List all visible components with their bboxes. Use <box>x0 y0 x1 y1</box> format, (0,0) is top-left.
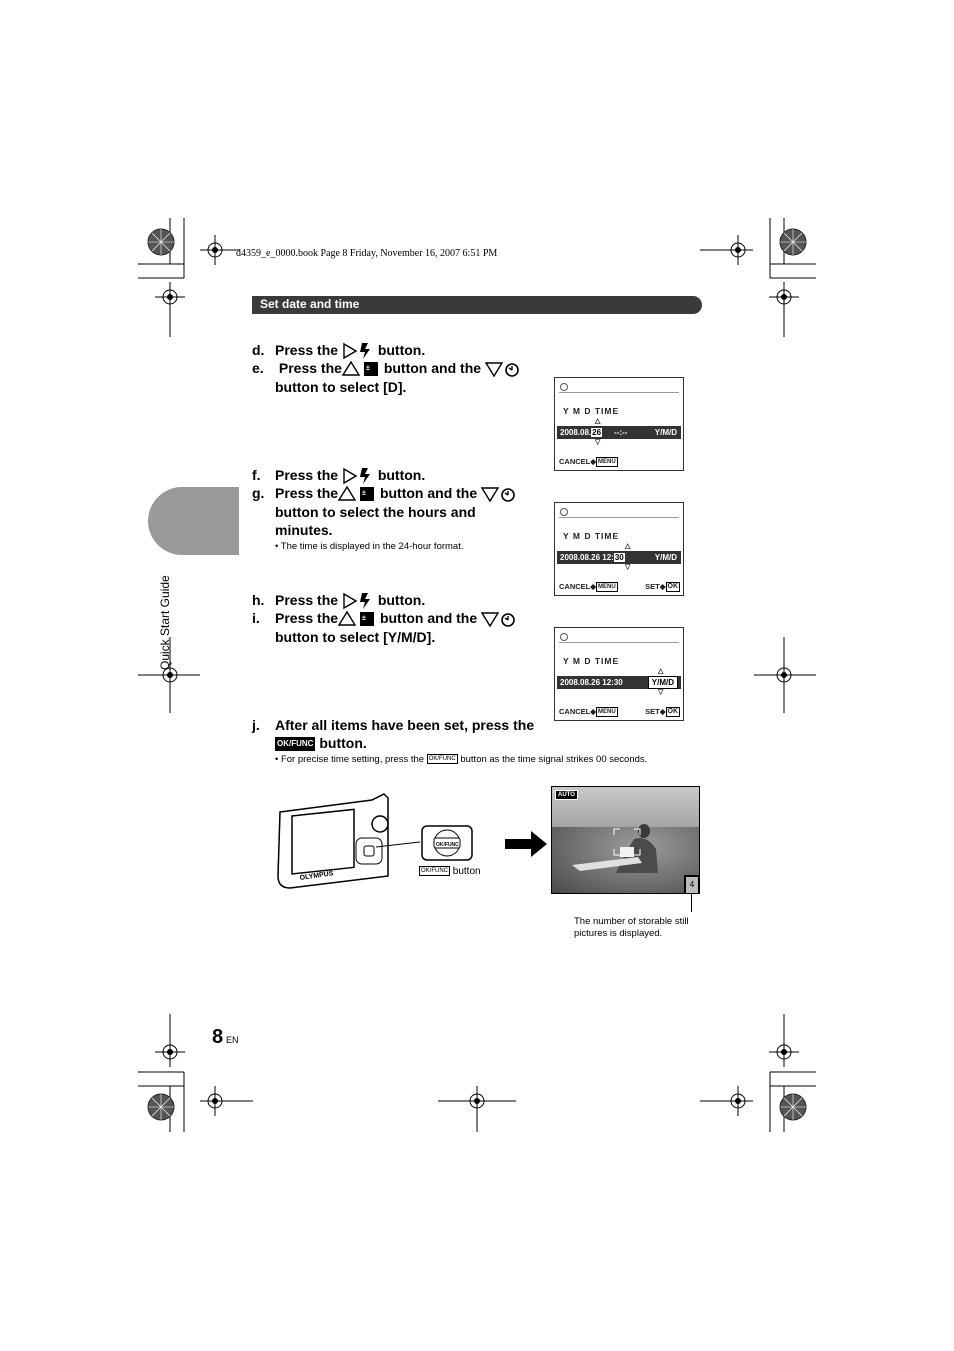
svg-text:±: ± <box>362 615 366 622</box>
section-title: Set date and time <box>260 297 360 311</box>
lcd-screen-day: △ Y M D TIME 2008.08.26--:--Y/M/D ▽ CANC… <box>554 377 684 471</box>
side-tab-label: Quick Start Guide <box>158 575 172 670</box>
step-g: g.Press the± button and the button to se… <box>252 484 517 555</box>
preview-photo: AUTO 4 <box>551 786 700 894</box>
step-e: e. Press the± button and the button to s… <box>252 359 521 396</box>
page-lang: EN <box>226 1035 239 1045</box>
right-flash-icon <box>343 343 370 360</box>
arrow-right-icon <box>505 831 547 857</box>
step-d: d.Press the button. <box>252 341 425 360</box>
af-frame-icon <box>613 828 641 856</box>
down-selftimer-icon <box>481 612 515 628</box>
side-tab-marker <box>148 487 239 555</box>
step-f: f.Press the button. <box>252 466 425 485</box>
print-header: d4359_e_0000.book Page 8 Friday, Novembe… <box>236 248 498 259</box>
up-exposure-icon: ± <box>338 485 375 502</box>
storable-count: 4 <box>684 875 699 893</box>
auto-mode-badge: AUTO <box>555 790 578 800</box>
step-i: i.Press the± button and the button to se… <box>252 609 517 646</box>
up-exposure-icon: ± <box>338 610 375 627</box>
camera-brand: OLYMPUS <box>299 870 334 882</box>
svg-text:±: ± <box>362 490 366 497</box>
section-bar: Set date and time <box>252 296 702 314</box>
page-number: 8 <box>212 1026 224 1048</box>
clock-icon <box>559 382 679 393</box>
clock-icon <box>559 507 679 518</box>
step-j-note: • For precise time setting, press the OK… <box>275 754 648 765</box>
person-silhouette <box>572 824 658 873</box>
camera-illustration: OLYMPUS OK/FUNC <box>277 793 473 889</box>
right-flash-icon <box>343 468 370 485</box>
okfunc-button-caption: OK/FUNC button <box>419 866 481 877</box>
svg-text:±: ± <box>366 365 370 372</box>
step-h: h.Press the button. <box>252 591 425 610</box>
up-exposure-icon: ± <box>341 360 378 377</box>
clock-icon <box>559 632 679 643</box>
callout-line <box>691 894 692 912</box>
svg-text:OK/FUNC: OK/FUNC <box>436 842 459 848</box>
step-j: j.After all items have been set, press t… <box>252 717 535 752</box>
okfunc-key: OK/FUNC <box>275 737 316 752</box>
down-selftimer-icon <box>484 362 519 378</box>
down-selftimer-icon <box>481 487 515 503</box>
date-bar: 2008.08.26--:--Y/M/D <box>557 426 681 439</box>
right-flash-icon <box>343 593 370 610</box>
